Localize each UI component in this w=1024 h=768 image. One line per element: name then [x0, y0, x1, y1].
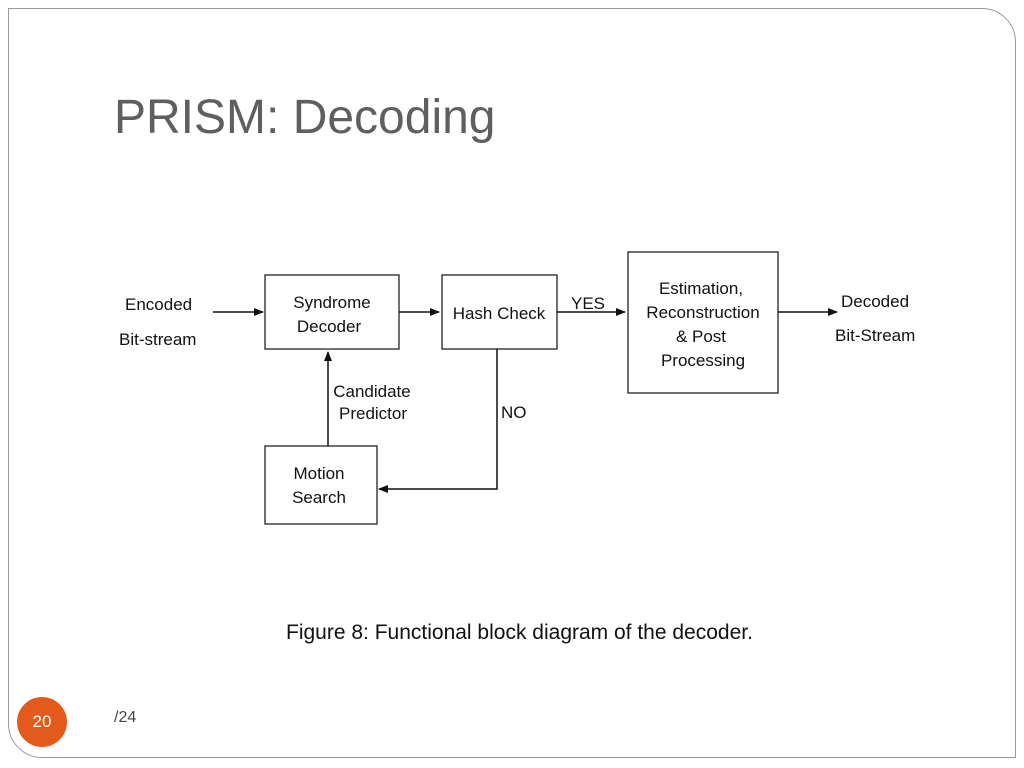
- page-total: /24: [114, 709, 137, 726]
- output-label-line2: Bit-Stream: [835, 326, 915, 345]
- estimation-label-line1: Estimation,: [659, 279, 743, 298]
- syndrome-decoder-label-line2: Decoder: [297, 317, 362, 336]
- figure-caption: Figure 8: Functional block diagram of th…: [286, 621, 753, 644]
- estimation-box: [627, 251, 779, 394]
- syndrome-decoder-label-line1: Syndrome: [293, 293, 370, 312]
- decoder-block-diagram: Encoded Bit-stream Syndrome Decoder Hash…: [119, 251, 915, 525]
- estimation-label-line3: & Post: [676, 327, 726, 346]
- hash-check-box: [441, 274, 558, 350]
- estimation-label-line2: Reconstruction: [646, 303, 759, 322]
- motion-search-label-line1: Motion: [293, 464, 344, 483]
- output-label-line1: Decoded: [841, 292, 909, 311]
- candidate-predictor-label-line2: Predictor: [339, 404, 407, 423]
- input-label-line2: Bit-stream: [119, 330, 196, 349]
- hash-check-label: Hash Check: [453, 304, 546, 323]
- slide-title: PRISM: Decoding: [114, 91, 496, 144]
- no-arrow: [378, 349, 498, 493]
- slide: PRISM: Decoding Encoded Bit-stream Syndr…: [8, 8, 1016, 758]
- candidate-predictor-label-line1: Candidate: [333, 382, 411, 401]
- page-number-badge: 20: [17, 697, 67, 747]
- no-label: NO: [501, 403, 527, 422]
- estimation-label-line4: Processing: [661, 351, 745, 370]
- motion-search-box: [264, 445, 378, 525]
- motion-search-label-line2: Search: [292, 488, 346, 507]
- yes-label: YES: [571, 294, 605, 313]
- page-number: 20: [32, 712, 52, 731]
- syndrome-decoder-box: [264, 274, 400, 350]
- input-label-line1: Encoded: [125, 295, 192, 314]
